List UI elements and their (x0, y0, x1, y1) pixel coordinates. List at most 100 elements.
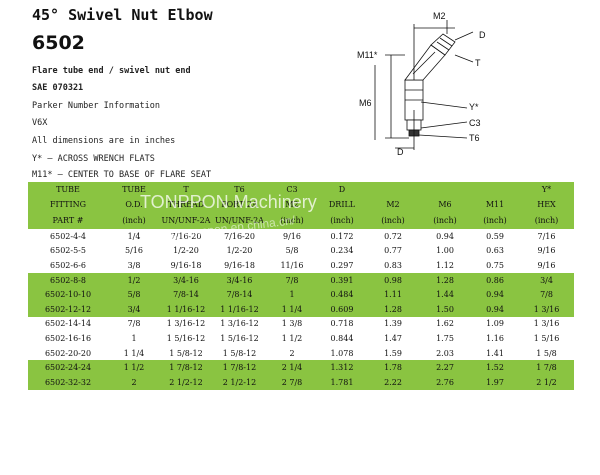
table-cell: 6502-12-12 (44, 304, 92, 314)
header-cell: Y* (541, 185, 552, 194)
table-cell: 0.77 (384, 246, 402, 256)
table-cell: 0.391 (330, 275, 354, 285)
table-cell: 3/4 (540, 275, 553, 285)
table-cell: 0.718 (330, 319, 354, 329)
table-cell: 7/8 (127, 319, 141, 329)
table-cell: 2 1/2 (536, 377, 557, 387)
table-cell: 2 (289, 348, 295, 358)
header-cell: C3 (286, 185, 298, 194)
table-cell: 7/16-20 (170, 231, 202, 241)
label-t6: T6 (469, 133, 480, 143)
table-cell: 2 7/8 (281, 377, 303, 387)
header-cell: (inch) (122, 216, 146, 225)
table-cell: 9/16-18 (170, 260, 202, 270)
header-cell: UN/UNF-2A (215, 216, 264, 225)
table-cell: 1.44 (436, 290, 454, 300)
table-cell: 1.28 (436, 275, 454, 285)
table-cell: 6502-16-16 (44, 333, 92, 343)
table-cell: 1.52 (486, 363, 504, 373)
label-y: Y* (469, 102, 479, 112)
fitting-drawing (374, 20, 474, 150)
table-cell: 7/8 (540, 290, 553, 300)
header-cell: T (183, 185, 189, 194)
table-cell: 1 5/16-12 (166, 333, 206, 343)
table-cell: 6502-4-4 (50, 231, 86, 241)
table-cell: 2 1/2-12 (222, 377, 257, 387)
table-cell: 3/4-16 (226, 275, 253, 285)
table-cell: 0.484 (330, 290, 354, 300)
part-number: 6502 (32, 32, 85, 54)
table-cell: 1 5/8-12 (169, 348, 203, 358)
table-cell: 1.16 (486, 333, 504, 343)
header-cell: FITTING (49, 200, 87, 209)
header-cell: (inch) (534, 216, 559, 225)
table-cell: 0.94 (436, 231, 454, 241)
table-cell: 0.234 (330, 246, 354, 256)
table-cell: 0.72 (384, 231, 402, 241)
table-cell: 6502-6-6 (50, 260, 86, 270)
header-cell: THREAD (167, 200, 205, 209)
table-cell: 9/16 (537, 260, 556, 270)
table-row: 6502-32-32 2 2 1/2-12 2 1/2-12 2 7/8 1.781 2.2… (28, 374, 574, 390)
table-cell: 1/2-20 (173, 246, 199, 256)
table-cell: 0.94 (486, 304, 504, 314)
table-cell: 3/8 (127, 260, 141, 270)
table-cell: 1.00 (436, 246, 454, 256)
sae-number: SAE 070321 (32, 83, 84, 93)
table-cell: 0.86 (486, 275, 504, 285)
header-cell: (inch) (433, 216, 457, 225)
label-m2: M2 (433, 11, 446, 21)
table-cell: 1.781 (330, 377, 354, 387)
table-cell: 1 3/16-12 (220, 319, 259, 329)
table-cell: 2.22 (384, 377, 402, 387)
m11-note: M11* — CENTER TO BASE OF FLARE SEAT (32, 170, 212, 180)
table-cell: 1 5/16 (533, 333, 560, 343)
label-m6: M6 (359, 98, 372, 108)
table-cell: 1 1/16-12 (166, 304, 206, 314)
table-cell: 1.47 (384, 333, 402, 343)
table-cell: 0.63 (486, 246, 504, 256)
table-cell: 2.27 (436, 363, 454, 373)
header-cell: HEX (537, 200, 556, 209)
table-cell: 1 7/8-12 (169, 363, 203, 373)
header-cell: DRILL (328, 200, 356, 209)
table-cell: 1 1/2 (123, 363, 145, 373)
label-c3: C3 (469, 118, 481, 128)
table-cell: 1.75 (436, 333, 454, 343)
table-cell: 6502-32-32 (44, 377, 92, 387)
table-cell: 7/8 (285, 275, 299, 285)
header-cell (471, 182, 519, 197)
table-cell: 2 1/2-12 (169, 377, 203, 387)
table-cell: 6502-8-8 (50, 275, 86, 285)
table-cell: 2 (131, 377, 137, 387)
table-cell: 1 5/8-12 (222, 348, 257, 358)
units-note: All dimensions are in inches (32, 136, 176, 146)
table-cell: 1 3/8 (281, 319, 303, 329)
table-cell: 1.62 (436, 319, 454, 329)
table-cell: 1 7/8-12 (222, 363, 257, 373)
table-cell: 0.609 (330, 304, 354, 314)
table-cell: 0.83 (384, 260, 402, 270)
table-cell: 7/16 (537, 231, 556, 241)
table-cell: 6502-24-24 (44, 363, 92, 373)
table-cell: 0.844 (330, 333, 354, 343)
header-cell: TUBE (56, 185, 80, 194)
table-cell: 1.97 (486, 377, 504, 387)
table-cell: 1.59 (384, 348, 402, 358)
table-cell: 5/8 (127, 290, 141, 300)
table-cell: 1 (289, 290, 295, 300)
header-cell: D (338, 185, 346, 194)
table-cell: 1 1/4 (123, 348, 145, 358)
parker-info: Parker Number Information (32, 101, 160, 111)
table-cell: 5/16 (125, 246, 143, 256)
